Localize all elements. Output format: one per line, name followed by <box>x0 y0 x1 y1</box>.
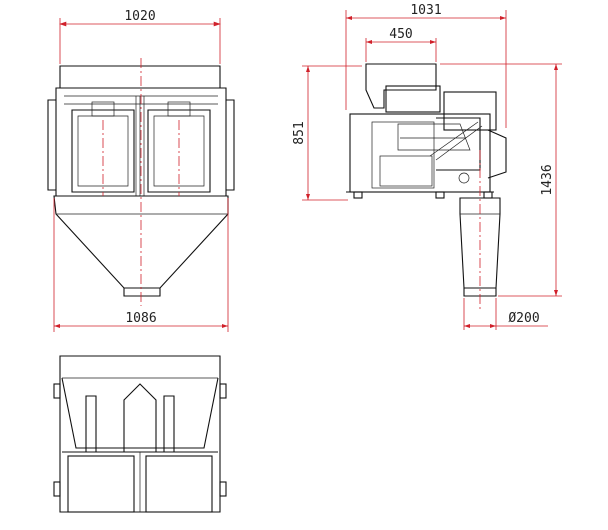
dim-body-height: 851 <box>292 121 307 144</box>
dim-total-height: 1436 <box>540 164 555 195</box>
dim-front-width-bottom: 1086 <box>125 311 156 326</box>
dim-hopper-width: 450 <box>389 27 412 42</box>
dim-outlet-diameter: Ø200 <box>508 311 539 326</box>
front-view: 1020 1086 <box>47 9 235 332</box>
top-view <box>53 355 227 513</box>
dim-front-width-top: 1020 <box>124 9 155 24</box>
dim-side-width: 1031 <box>410 3 441 18</box>
side-view: 1031 450 851 1436 Ø200 <box>292 3 562 330</box>
